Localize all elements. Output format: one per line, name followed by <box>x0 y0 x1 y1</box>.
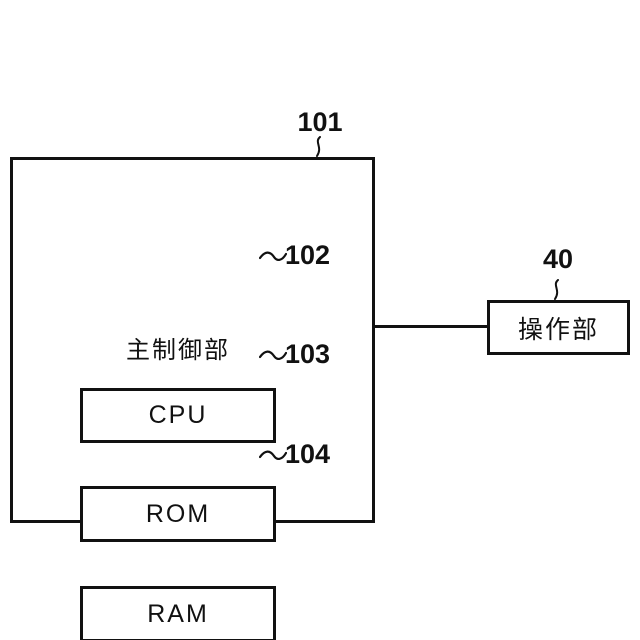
leader-squiggle-40 <box>554 279 559 300</box>
ref-label-103: 103 <box>285 339 331 369</box>
connector-line <box>374 325 488 328</box>
main-unit-title: 主制御部 <box>126 337 230 364</box>
ref-label-104: 104 <box>285 439 331 469</box>
ram-label: RAM <box>147 599 209 628</box>
ram-box: RAM <box>80 586 276 640</box>
rom-box: ROM <box>80 486 276 542</box>
leader-squiggle-101 <box>316 136 321 157</box>
rom-label: ROM <box>145 499 211 528</box>
leader-tilde-102 <box>259 251 287 261</box>
operation-unit-box: 操作部 <box>487 300 630 355</box>
cpu-label: CPU <box>148 401 208 429</box>
leader-tilde-104 <box>259 450 287 460</box>
ref-label-101: 101 <box>297 107 343 137</box>
leader-tilde-103 <box>259 350 287 360</box>
main-unit-box: 主制御部 CPU ROM RAM <box>10 157 375 640</box>
ref-label-102: 102 <box>285 240 331 270</box>
cpu-box: CPU <box>80 388 276 443</box>
operation-unit-label: 操作部 <box>517 315 599 344</box>
ref-label-40: 40 <box>542 244 574 274</box>
